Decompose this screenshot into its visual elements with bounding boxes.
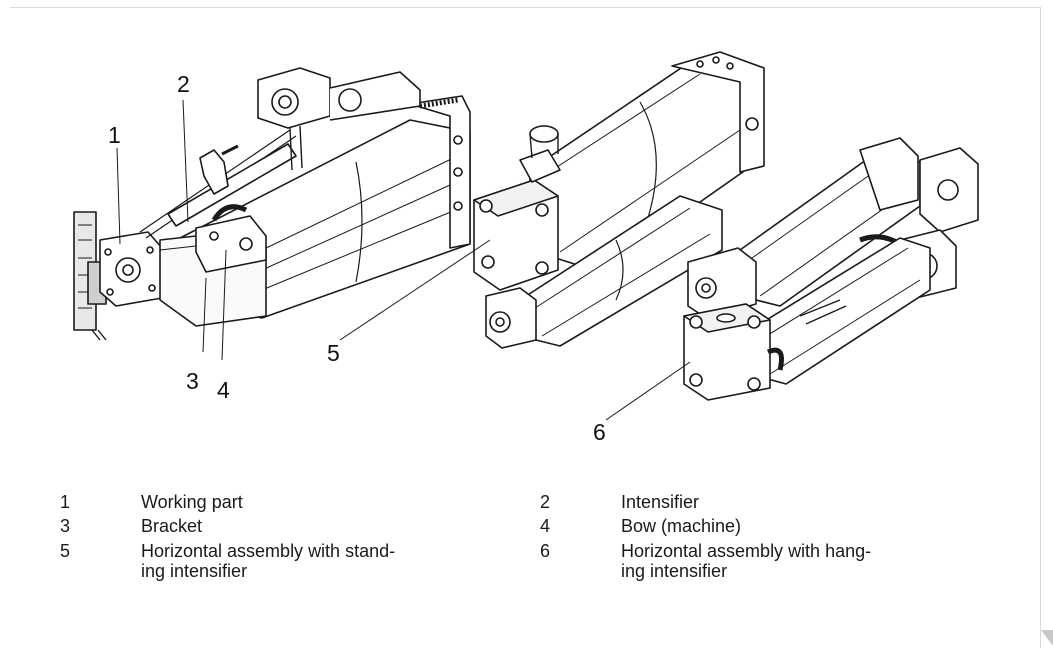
legend-text-line-1: Horizontal assembly with stand-: [141, 541, 396, 561]
page-frame: [10, 7, 1041, 648]
assembly-6-drawing: [683, 137, 979, 401]
legend-item-5: 5 Horizontal assembly with stand- ing in…: [60, 541, 480, 583]
legend-text-line-1: Horizontal assembly with hang-: [621, 541, 872, 561]
callout-3: 3: [186, 368, 199, 394]
legend-text-line-2: ing intensifier: [141, 561, 248, 581]
legend-number: 6: [540, 541, 551, 561]
callout-1: 1: [108, 122, 121, 148]
legend-number: 3: [60, 516, 71, 536]
legend-number: 5: [60, 541, 71, 561]
callout-4: 4: [217, 377, 230, 403]
legend-item-6: 6 Horizontal assembly with hang- ing int…: [540, 541, 960, 583]
assembly-5-drawing: [473, 51, 765, 349]
legend-number: 2: [540, 492, 551, 512]
legend-number: 4: [540, 516, 551, 536]
legend-text: Bow (machine): [621, 516, 742, 536]
callout-6: 6: [593, 419, 606, 445]
scroll-corner-indicator[interactable]: [1041, 630, 1053, 646]
legend-number: 1: [60, 492, 71, 512]
legend-text: Bracket: [141, 516, 203, 536]
leader-lines: [116, 99, 691, 421]
legend-text-line-2: ing intensifier: [621, 561, 728, 581]
legend-text: Working part: [141, 492, 243, 512]
callout-5: 5: [327, 340, 340, 366]
technical-illustration: 1 2 3 4 5 6: [73, 51, 979, 445]
legend-text: Intensifier: [621, 492, 700, 512]
assembly-1-drawing: [73, 67, 471, 341]
callout-2: 2: [177, 71, 190, 97]
